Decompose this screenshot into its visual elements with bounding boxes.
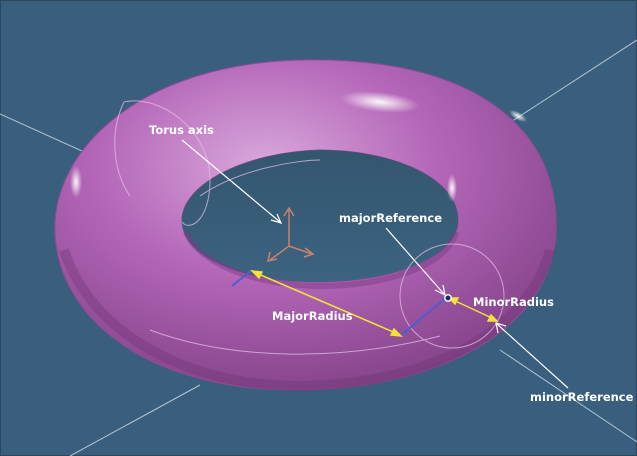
major-radius-arrowhead-end	[389, 327, 404, 337]
dimension-arrows	[249, 270, 499, 337]
major-radius-arrowhead-start	[249, 270, 264, 280]
leader-major-reference-arrowhead	[434, 284, 446, 297]
grid-line-lower-right	[499, 349, 637, 443]
highlight-far-right	[509, 109, 527, 123]
cross-section-left	[123, 100, 211, 226]
reference-lines	[231, 269, 447, 337]
leader-torus-axis-arrowhead	[270, 213, 283, 224]
label-major-radius: MajorRadius	[272, 309, 353, 323]
torus	[54, 59, 557, 392]
highlight-right	[447, 174, 457, 202]
leader-lines	[181, 139, 569, 389]
minor-radius-arrow	[450, 298, 495, 320]
major-reference-point	[444, 294, 452, 302]
cross-section-left-back	[114, 101, 131, 197]
axis-x-arrowhead	[303, 247, 315, 258]
inner-rim-shadow	[183, 230, 459, 290]
leader-minor-reference	[496, 323, 569, 389]
guide-hole-rim	[199, 159, 321, 197]
major-radius-arrow	[255, 272, 399, 335]
reference-line-right	[399, 297, 447, 337]
axis-x	[288, 245, 313, 255]
minor-radius-arrowhead-end	[486, 313, 499, 322]
cross-section-right	[399, 243, 505, 349]
axis-y	[269, 245, 290, 261]
axis-triad	[267, 206, 315, 262]
highlight-top	[340, 91, 420, 113]
grid-line-lower-left	[69, 384, 201, 456]
torus-hole	[181, 150, 459, 282]
label-torus-axis: Torus axis	[149, 123, 214, 137]
outer-lower-shadow	[59, 248, 555, 392]
label-major-reference: majorReference	[339, 211, 442, 225]
cross-section-guides	[114, 100, 505, 355]
axis-z-arrowhead	[283, 206, 295, 217]
leader-major-reference	[385, 227, 445, 295]
highlight-left	[70, 166, 82, 198]
guide-outer-lower	[149, 329, 441, 355]
leader-minor-reference-arrowhead	[495, 322, 507, 334]
leader-torus-axis	[181, 139, 281, 223]
reference-line-left	[231, 269, 253, 287]
label-minor-reference: minorReference	[530, 390, 634, 404]
axis-y-arrowhead	[267, 251, 278, 262]
label-minor-radius: MinorRadius	[473, 295, 554, 309]
